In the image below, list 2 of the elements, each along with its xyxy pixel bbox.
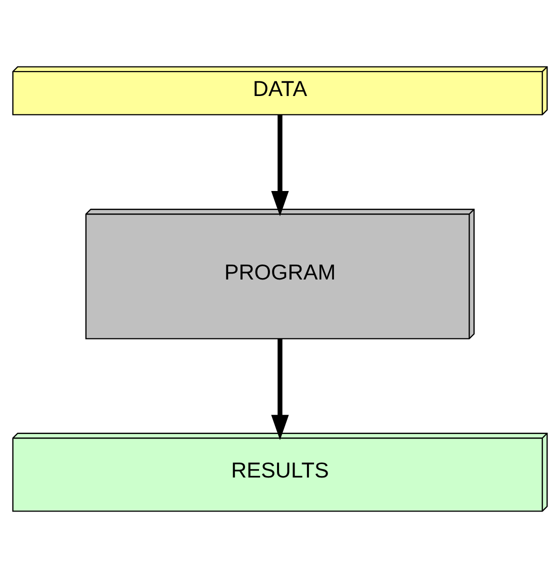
arrow [271,338,289,440]
arrow [271,114,289,216]
